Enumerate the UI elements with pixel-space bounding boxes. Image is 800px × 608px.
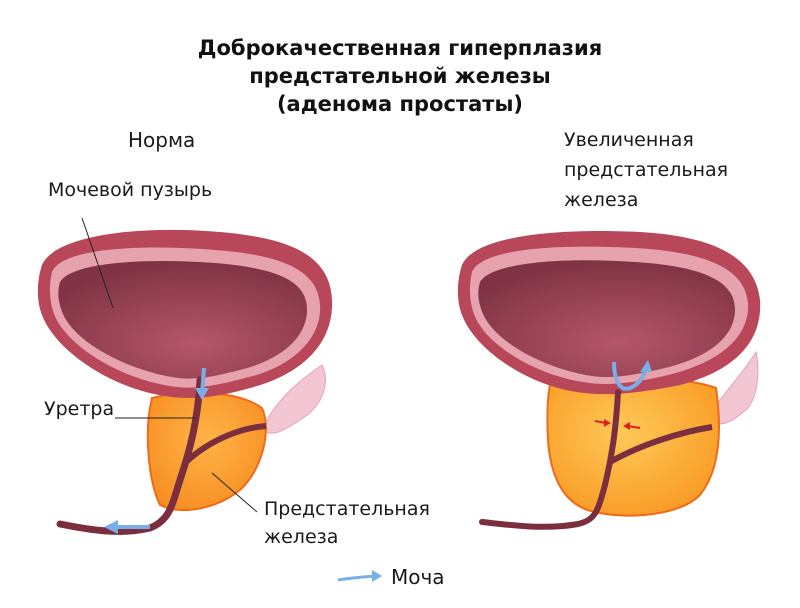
prostate-normal [146,391,267,511]
compression-arrow-left [623,422,630,430]
title-line-3: (аденома простаты) [276,92,524,116]
urethra-normal [56,376,204,535]
enlarged-heading-line3: железа [564,189,639,211]
arrowhead-left [104,520,118,534]
normal-anatomy [37,229,333,535]
urine-backflow-arrow [612,361,648,391]
bladder-lumen-enlarged [478,260,736,378]
title-line-2: предстательной железы [249,64,551,88]
enlarged-heading-line2: предстательная [564,159,729,181]
prostate-label-line2: железа [264,526,339,548]
prostate-leader-line [211,472,258,513]
diagram-title: Доброкачественная гиперплазия предстател… [0,34,800,118]
bladder-label: Мочевой пузырь [48,179,213,201]
enlarged-heading-line1: Увеличенная [564,129,694,151]
enlarged-anatomy [457,230,761,530]
normal-heading: Норма [128,128,196,152]
prostate-enlarged [546,376,720,517]
seminal-vesicle-enlarged [707,350,759,425]
arrowhead-down [195,388,209,400]
ejaculatory-duct [183,423,267,465]
legend-urine-label: Моча [391,565,445,589]
bladder-lumen [58,261,308,379]
urethra-label: Уретра [44,398,115,420]
ejaculatory-duct-enlarged [608,424,713,465]
seminal-vesicle [261,364,326,434]
arrowhead-up [640,360,652,372]
blue-arrow-icon [337,570,382,582]
urethra-enlarged [479,389,621,530]
title-line-1: Доброкачественная гиперплазия [197,36,603,60]
bladder-leader-line [81,217,114,309]
compression-arrow-right [604,419,611,427]
prostate-label-line1: Предстательная [264,498,430,520]
